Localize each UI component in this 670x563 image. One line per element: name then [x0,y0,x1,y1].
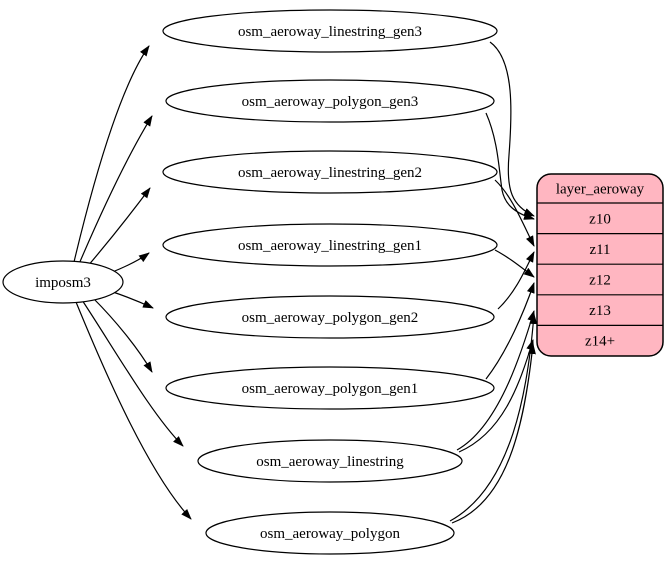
node-layer_aeroway: layer_aeroway z10 z11 z12 z13 z14+ [536,173,664,357]
node-osm_aeroway_linestring: osm_aeroway_linestring [197,439,463,483]
table-ellipse [165,366,495,410]
edge-osm_aeroway_linestring_gen3-to-z10 [489,41,535,217]
layer-row-z14plus: z14+ [585,334,615,350]
edge-osm_aeroway_linestring_gen1-to-z12 [494,249,535,278]
edge-osm_aeroway_polygon-to-z14 [451,343,536,524]
table-ellipse [162,150,498,194]
table-label: osm_aeroway_linestring_gen3 [238,24,422,40]
node-osm_aeroway_polygon_gen1: osm_aeroway_polygon_gen1 [165,366,495,410]
edge-imposm3-to-osm_aeroway_linestring_gen2 [86,187,151,268]
table-label: osm_aeroway_polygon [260,526,400,542]
table-label: osm_aeroway_polygon_gen1 [242,381,419,397]
edge-osm_aeroway_polygon_gen2-to-z11 [497,251,535,310]
edge-imposm3-to-osm_aeroway_polygon_gen2 [109,290,154,309]
table-label: osm_aeroway_polygon_gen2 [242,310,419,326]
table-ellipse [162,9,498,53]
imposm3-ellipse [2,260,124,304]
edge-imposm3-to-osm_aeroway_linestring_gen3 [73,45,150,263]
edge-group-source-to-tables [73,45,192,520]
layer-title: layer_aeroway [556,182,645,198]
edge-osm_aeroway_linestring-to-z13 [456,310,536,451]
edge-imposm3-to-osm_aeroway_polygon_gen3 [78,115,153,265]
node-osm_aeroway_linestring_gen1: osm_aeroway_linestring_gen1 [162,223,498,267]
table-label: osm_aeroway_linestring [256,454,404,470]
table-ellipse [205,511,455,555]
edge-osm_aeroway_linestring_gen2-to-z11 [494,179,535,247]
edge-osm_aeroway_polygon_gen3-to-z10 [485,112,535,220]
edge-imposm3-to-osm_aeroway_polygon [75,301,192,520]
edge-osm_aeroway_linestring-to-z14 [458,339,534,453]
layer-row-z12: z12 [589,273,611,289]
layer-row-z10: z10 [589,212,611,228]
table-label: osm_aeroway_linestring_gen2 [238,165,422,181]
edge-imposm3-to-osm_aeroway_linestring_gen1 [109,252,150,274]
layer-record-box [536,173,664,357]
layer-row-z11: z11 [589,242,610,258]
node-osm_aeroway_polygon_gen2: osm_aeroway_polygon_gen2 [165,295,495,339]
node-osm_aeroway_linestring_gen2: osm_aeroway_linestring_gen2 [162,150,498,194]
node-osm_aeroway_polygon_gen3: osm_aeroway_polygon_gen3 [165,79,495,123]
table-ellipse [165,79,495,123]
edge-imposm3-to-osm_aeroway_polygon_gen1 [92,297,153,373]
layer-row-z13: z13 [589,303,611,319]
imposm3-label: imposm3 [35,275,91,291]
node-osm_aeroway_linestring_gen3: osm_aeroway_linestring_gen3 [162,9,498,53]
table-label: osm_aeroway_polygon_gen3 [242,94,419,110]
edge-imposm3-to-osm_aeroway_linestring [81,299,184,447]
edge-group-tables-to-layer [449,41,538,524]
table-ellipse [162,223,498,267]
table-ellipse [197,439,463,483]
table-ellipse [165,295,495,339]
node-osm_aeroway_polygon: osm_aeroway_polygon [205,511,455,555]
node-imposm3: imposm3 [2,260,124,304]
edge-osm_aeroway_polygon_gen1-to-z12 [485,282,535,380]
table-label: osm_aeroway_linestring_gen1 [238,238,422,254]
